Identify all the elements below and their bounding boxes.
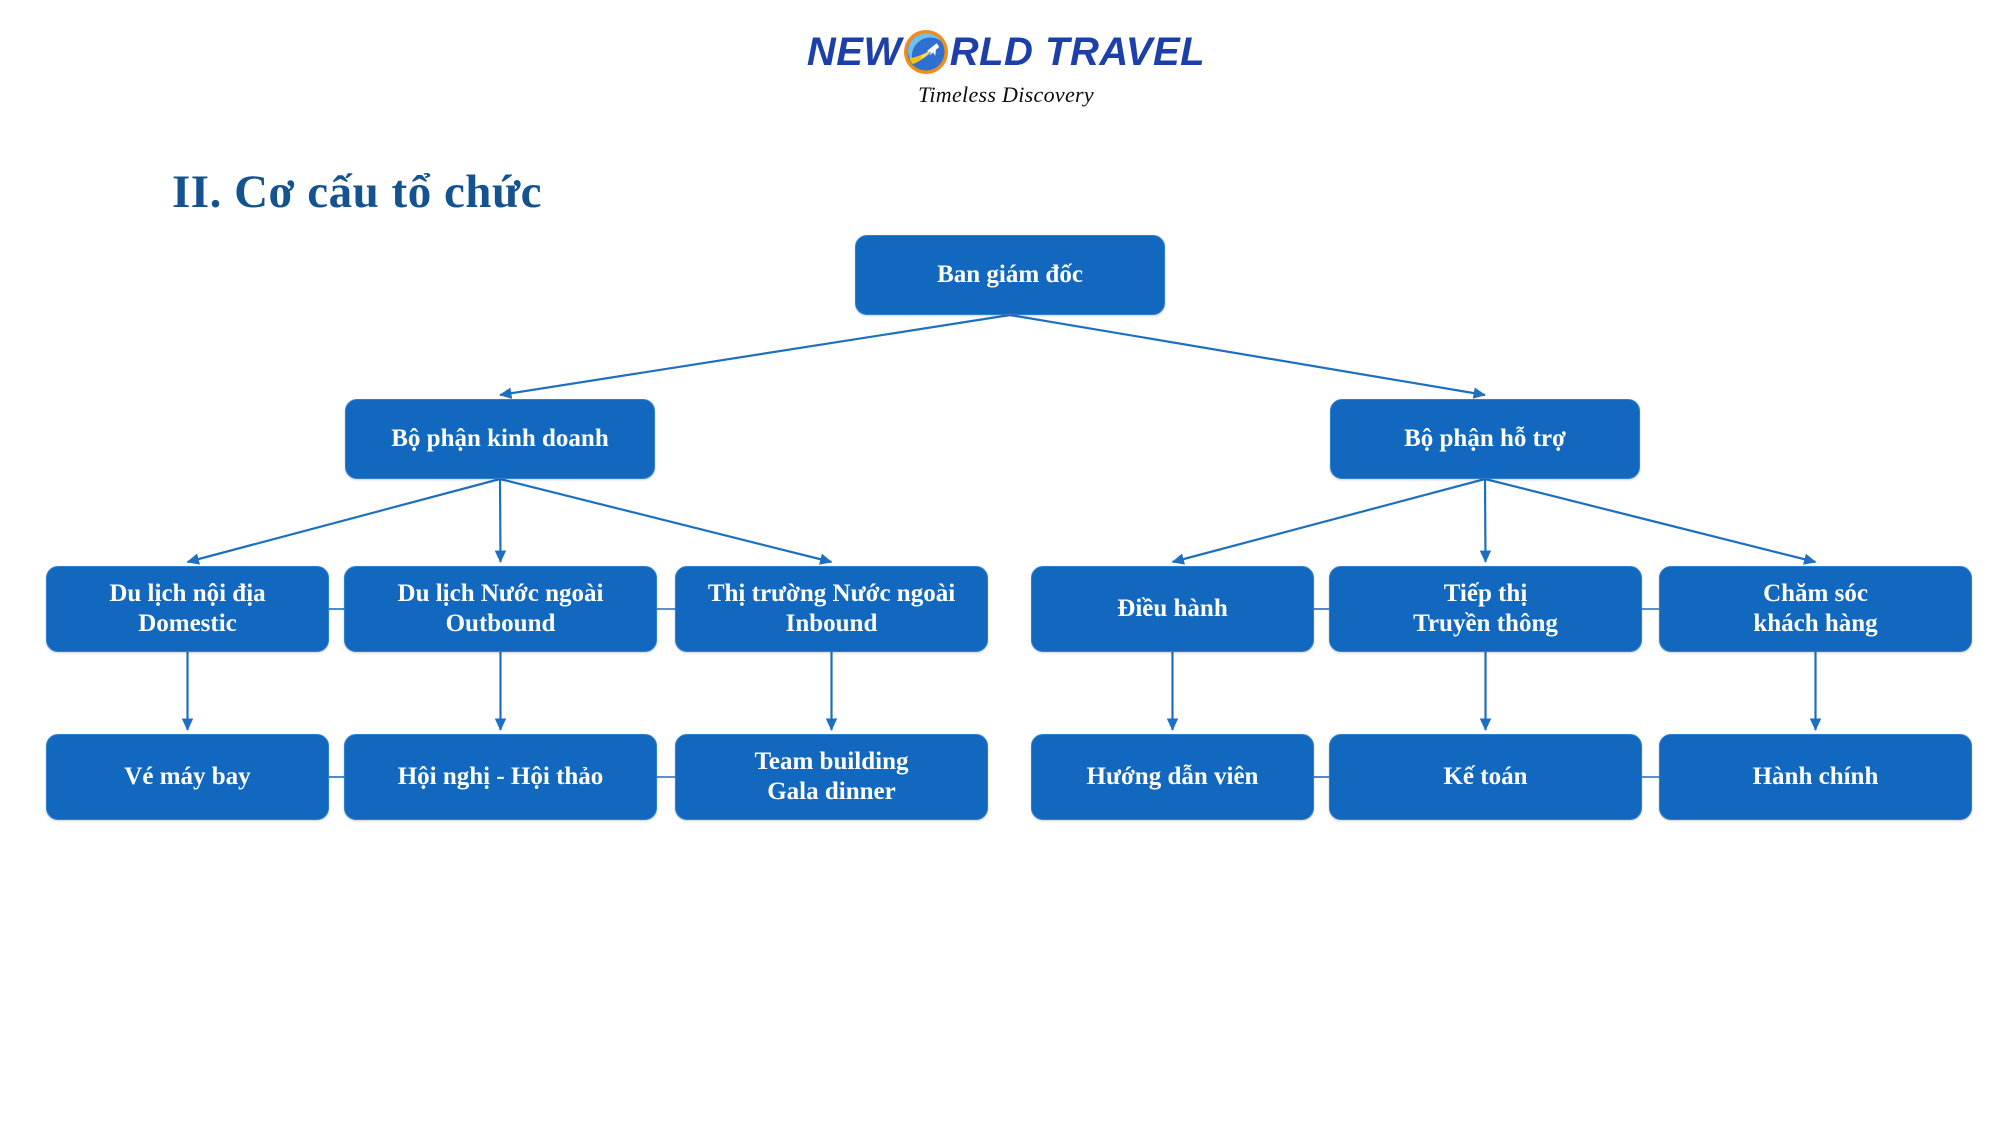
- org-node-label-line: Hội nghị - Hội thảo: [397, 762, 604, 790]
- org-node-label-line: Inbound: [785, 610, 878, 637]
- org-node-label-line: Gala dinner: [767, 778, 896, 805]
- org-node[interactable]: Ban giám đốc: [855, 235, 1165, 315]
- org-node[interactable]: Hành chính: [1659, 734, 1972, 820]
- org-node-label-line: Chăm sóc: [1763, 579, 1868, 607]
- logo-tagline: Timeless Discovery: [918, 82, 1094, 107]
- org-node[interactable]: Bộ phận kinh doanh: [345, 399, 655, 479]
- org-node-label-line: Vé máy bay: [124, 762, 251, 790]
- org-node-label-line: Bộ phận kinh doanh: [391, 424, 609, 452]
- org-node-label-line: Hướng dẫn viên: [1086, 762, 1259, 790]
- org-node-label: Kế toán: [1443, 762, 1527, 793]
- org-node-label-line: Truyền thông: [1413, 610, 1558, 637]
- connector-arrow: [1171, 477, 1486, 565]
- org-node[interactable]: Chăm sóc khách hàng: [1659, 566, 1972, 652]
- logo-word-new: NEW: [806, 30, 902, 74]
- org-node-label: Điều hành: [1117, 594, 1227, 625]
- org-node-label: Chăm sóc khách hàng: [1753, 579, 1877, 640]
- org-node-label-line: Ban giám đốc: [937, 260, 1083, 288]
- org-node-label-line: Bộ phận hỗ trợ: [1404, 424, 1566, 452]
- org-node-label-line: Tiếp thị: [1443, 579, 1528, 607]
- org-node-label-line: Điều hành: [1117, 594, 1228, 622]
- org-node[interactable]: Hướng dẫn viên: [1031, 734, 1314, 820]
- page-title: II. Cơ cấu tổ chức: [172, 166, 543, 218]
- org-node-label: Vé máy bay: [124, 762, 250, 793]
- org-node[interactable]: Vé máy bay: [46, 734, 329, 820]
- logo-wordmark: NEW RLD TRAVEL: [796, 26, 1216, 78]
- org-node-label-line: Hành chính: [1752, 762, 1879, 790]
- globe-airplane-icon: [903, 29, 949, 75]
- org-node-label-line: Kế toán: [1443, 762, 1528, 790]
- org-node[interactable]: Bộ phận hỗ trợ: [1330, 399, 1640, 479]
- org-node-label-line: Thị trường Nước ngoài: [707, 579, 956, 607]
- org-node-label: Hội nghị - Hội thảo: [398, 762, 604, 793]
- org-node[interactable]: Hội nghị - Hội thảo: [344, 734, 657, 820]
- company-logo: NEW RLD TRAVEL Timeless Discovery: [796, 26, 1216, 110]
- org-node-label: Ban giám đốc: [937, 260, 1083, 291]
- logo-word-orld-travel: RLD TRAVEL: [949, 30, 1206, 74]
- org-node-label-line: Du lịch Nước ngoài: [397, 579, 604, 607]
- connector-arrow: [1009, 313, 1486, 399]
- org-node-label-line: Team building: [754, 747, 909, 775]
- org-node-label-line: Du lịch nội địa: [109, 579, 266, 607]
- org-node[interactable]: Điều hành: [1031, 566, 1314, 652]
- org-node-label: Hướng dẫn viên: [1087, 762, 1259, 793]
- org-node-label-line: Outbound: [445, 610, 556, 637]
- connector-arrow: [186, 477, 501, 565]
- org-node[interactable]: Kế toán: [1329, 734, 1642, 820]
- org-node-label: Bộ phận hỗ trợ: [1404, 424, 1566, 455]
- org-node-label-line: khách hàng: [1753, 610, 1878, 637]
- connector-arrow: [1484, 477, 1817, 565]
- org-node-label-line: Domestic: [138, 610, 237, 637]
- connector-arrow: [1479, 478, 1492, 563]
- connector-arrow: [499, 477, 833, 565]
- connector-arrow: [499, 313, 1011, 399]
- org-node-label: Hành chính: [1753, 762, 1879, 793]
- org-node-label: Bộ phận kinh doanh: [391, 424, 609, 455]
- connector-arrow: [494, 478, 507, 563]
